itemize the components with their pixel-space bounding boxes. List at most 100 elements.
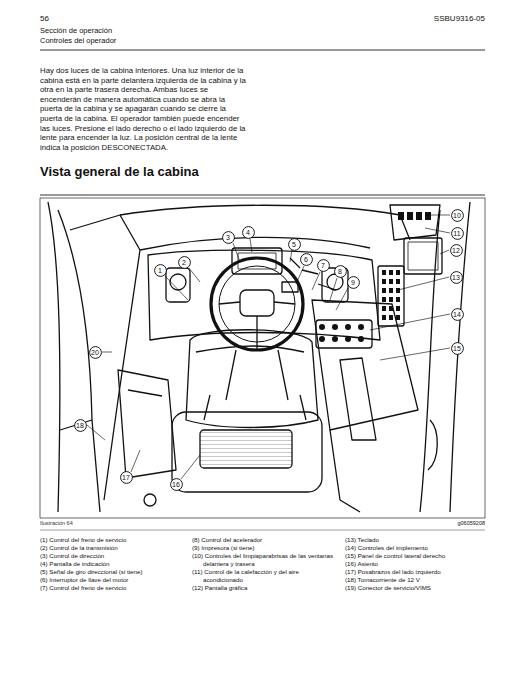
figure-caption: Ilustración 64: [40, 520, 73, 526]
list-column: (13) Teclado(14) Controles del implement…: [345, 536, 493, 592]
callout-circle: 15: [451, 342, 464, 355]
callout-number: 20: [91, 349, 99, 356]
console-button: [319, 324, 325, 330]
callout-circle: 10: [451, 209, 464, 222]
callout-number: 7: [321, 262, 325, 269]
header-rule: [40, 50, 485, 51]
keypad-key: [389, 306, 393, 311]
callout-circle: 16: [170, 478, 183, 491]
console-button: [319, 336, 325, 342]
callout-number: 12: [452, 247, 460, 254]
callout-circle: 17: [120, 471, 133, 484]
callout-number: 4: [246, 229, 250, 236]
console-button: [345, 336, 351, 342]
header-text: SSBU9316-05: [385, 14, 485, 23]
callout-number: 14: [453, 311, 461, 318]
panel-switch: [425, 212, 431, 220]
console-button: [332, 324, 338, 330]
callout-number: 9: [351, 279, 355, 286]
callout-number: 18: [76, 422, 84, 429]
callout-circle: 12: [450, 244, 463, 257]
panel-switch: [416, 212, 422, 220]
legend-list-item: (12) Pantalla gráfica: [192, 584, 340, 592]
callout-circle: 14: [451, 308, 464, 321]
legend-list-item: (19) Conector de servicio/VIMS: [345, 584, 493, 592]
legend-list-item: (14) Controles del implemento: [345, 544, 493, 552]
legend-list-item: (3) Control de dirección: [40, 552, 188, 560]
keypad-key: [382, 288, 386, 293]
leader-lines: [87, 215, 450, 479]
cab-drawing: [48, 202, 470, 512]
figure-frame: [40, 198, 485, 518]
callout-number: 15: [453, 345, 461, 352]
keypad-key: [396, 315, 400, 320]
callout-circle: 4: [242, 226, 255, 239]
console-button: [358, 336, 364, 342]
legend-list-item: (11) Control de la calefacción y del air…: [192, 568, 340, 584]
caption-rule: [40, 530, 485, 531]
callout-circle: 18: [74, 419, 87, 432]
callout-circle: 8: [334, 265, 347, 278]
callout-number: 16: [172, 481, 180, 488]
callout-circle: 5: [288, 238, 301, 251]
callout-number: 17: [122, 474, 130, 481]
console-button: [332, 336, 338, 342]
callout-number: 1: [158, 267, 162, 274]
keypad-key: [382, 297, 386, 302]
legend-list-item: (10) Controles del limpiaparabrisas de l…: [192, 552, 340, 568]
callout-number: 6: [304, 256, 308, 263]
legend-list-item: (17) Posabrazos del lado izquierdo: [345, 568, 493, 576]
header-text: Controles del operador: [40, 37, 240, 46]
panel-switch: [407, 212, 413, 220]
legend-list-item: (1) Control del freno de servicio: [40, 536, 188, 544]
legend-list-item: (7) Control del freno de servicio: [40, 584, 188, 592]
callout-number: 10: [453, 212, 461, 219]
legend-list-item: (18) Tomacorriente de 12 V: [345, 576, 493, 584]
keypad-key: [382, 279, 386, 284]
heading-rule: [40, 195, 485, 196]
callout-circle: 1: [154, 264, 167, 277]
callout-circle: 3: [222, 231, 235, 244]
keypad-key: [396, 288, 400, 293]
legend-list-item: (2) Control de la transmisión: [40, 544, 188, 552]
keypad-key: [389, 279, 393, 284]
legend-list-item: (6) Interruptor de llave del motor: [40, 576, 188, 584]
callout-circle: 6: [300, 253, 313, 266]
callout-number: 3: [226, 234, 230, 241]
legend-list-item: (16) Asiento: [345, 560, 493, 568]
keypad-key: [389, 297, 393, 302]
panel-switch: [398, 212, 404, 220]
keypad-key: [382, 306, 386, 311]
keypad-key: [396, 279, 400, 284]
list-column: (1) Control del freno de servicio(2) Con…: [40, 536, 188, 592]
legend-list-item: (8) Control del acelerador: [192, 536, 340, 544]
figure-id: g06059208: [385, 520, 485, 526]
header-text: 56: [40, 14, 100, 23]
callout-circle: 11: [451, 227, 464, 240]
keypad-key: [382, 270, 386, 275]
legend-list-item: (9) Impresora (si tiene): [192, 544, 340, 552]
list-column: (8) Control del acelerador(9) Impresora …: [192, 536, 340, 592]
legend-list-item: (5) Señal de giro direccional (si tiene): [40, 568, 188, 576]
legend-list-item: (13) Teclado: [345, 536, 493, 544]
keypad-key: [396, 306, 400, 311]
console-button: [345, 324, 351, 330]
callout-circle: 2: [178, 256, 191, 269]
section-heading: Vista general de la cabina: [40, 164, 199, 179]
keypad-key: [382, 315, 386, 320]
legend-list-item: (4) Pantalla de indicación: [40, 560, 188, 568]
callout-number: 2: [182, 259, 186, 266]
header-text: Sección de operación: [40, 27, 240, 36]
callout-number: 13: [452, 274, 460, 281]
console-button: [358, 324, 364, 330]
callout-circle: 20: [89, 346, 102, 359]
callout-number: 5: [292, 241, 296, 248]
callout-circle: 7: [317, 259, 330, 272]
callout-circle: 9: [347, 276, 360, 289]
keypad-key: [389, 288, 393, 293]
callout-circle: 13: [450, 271, 463, 284]
legend-list-item: (15) Panel de control lateral derecho: [345, 552, 493, 560]
keypad-key: [389, 270, 393, 275]
body-paragraph: Hay dos luces de la cabina interiores. U…: [40, 66, 248, 152]
callout-number: 11: [453, 230, 460, 237]
